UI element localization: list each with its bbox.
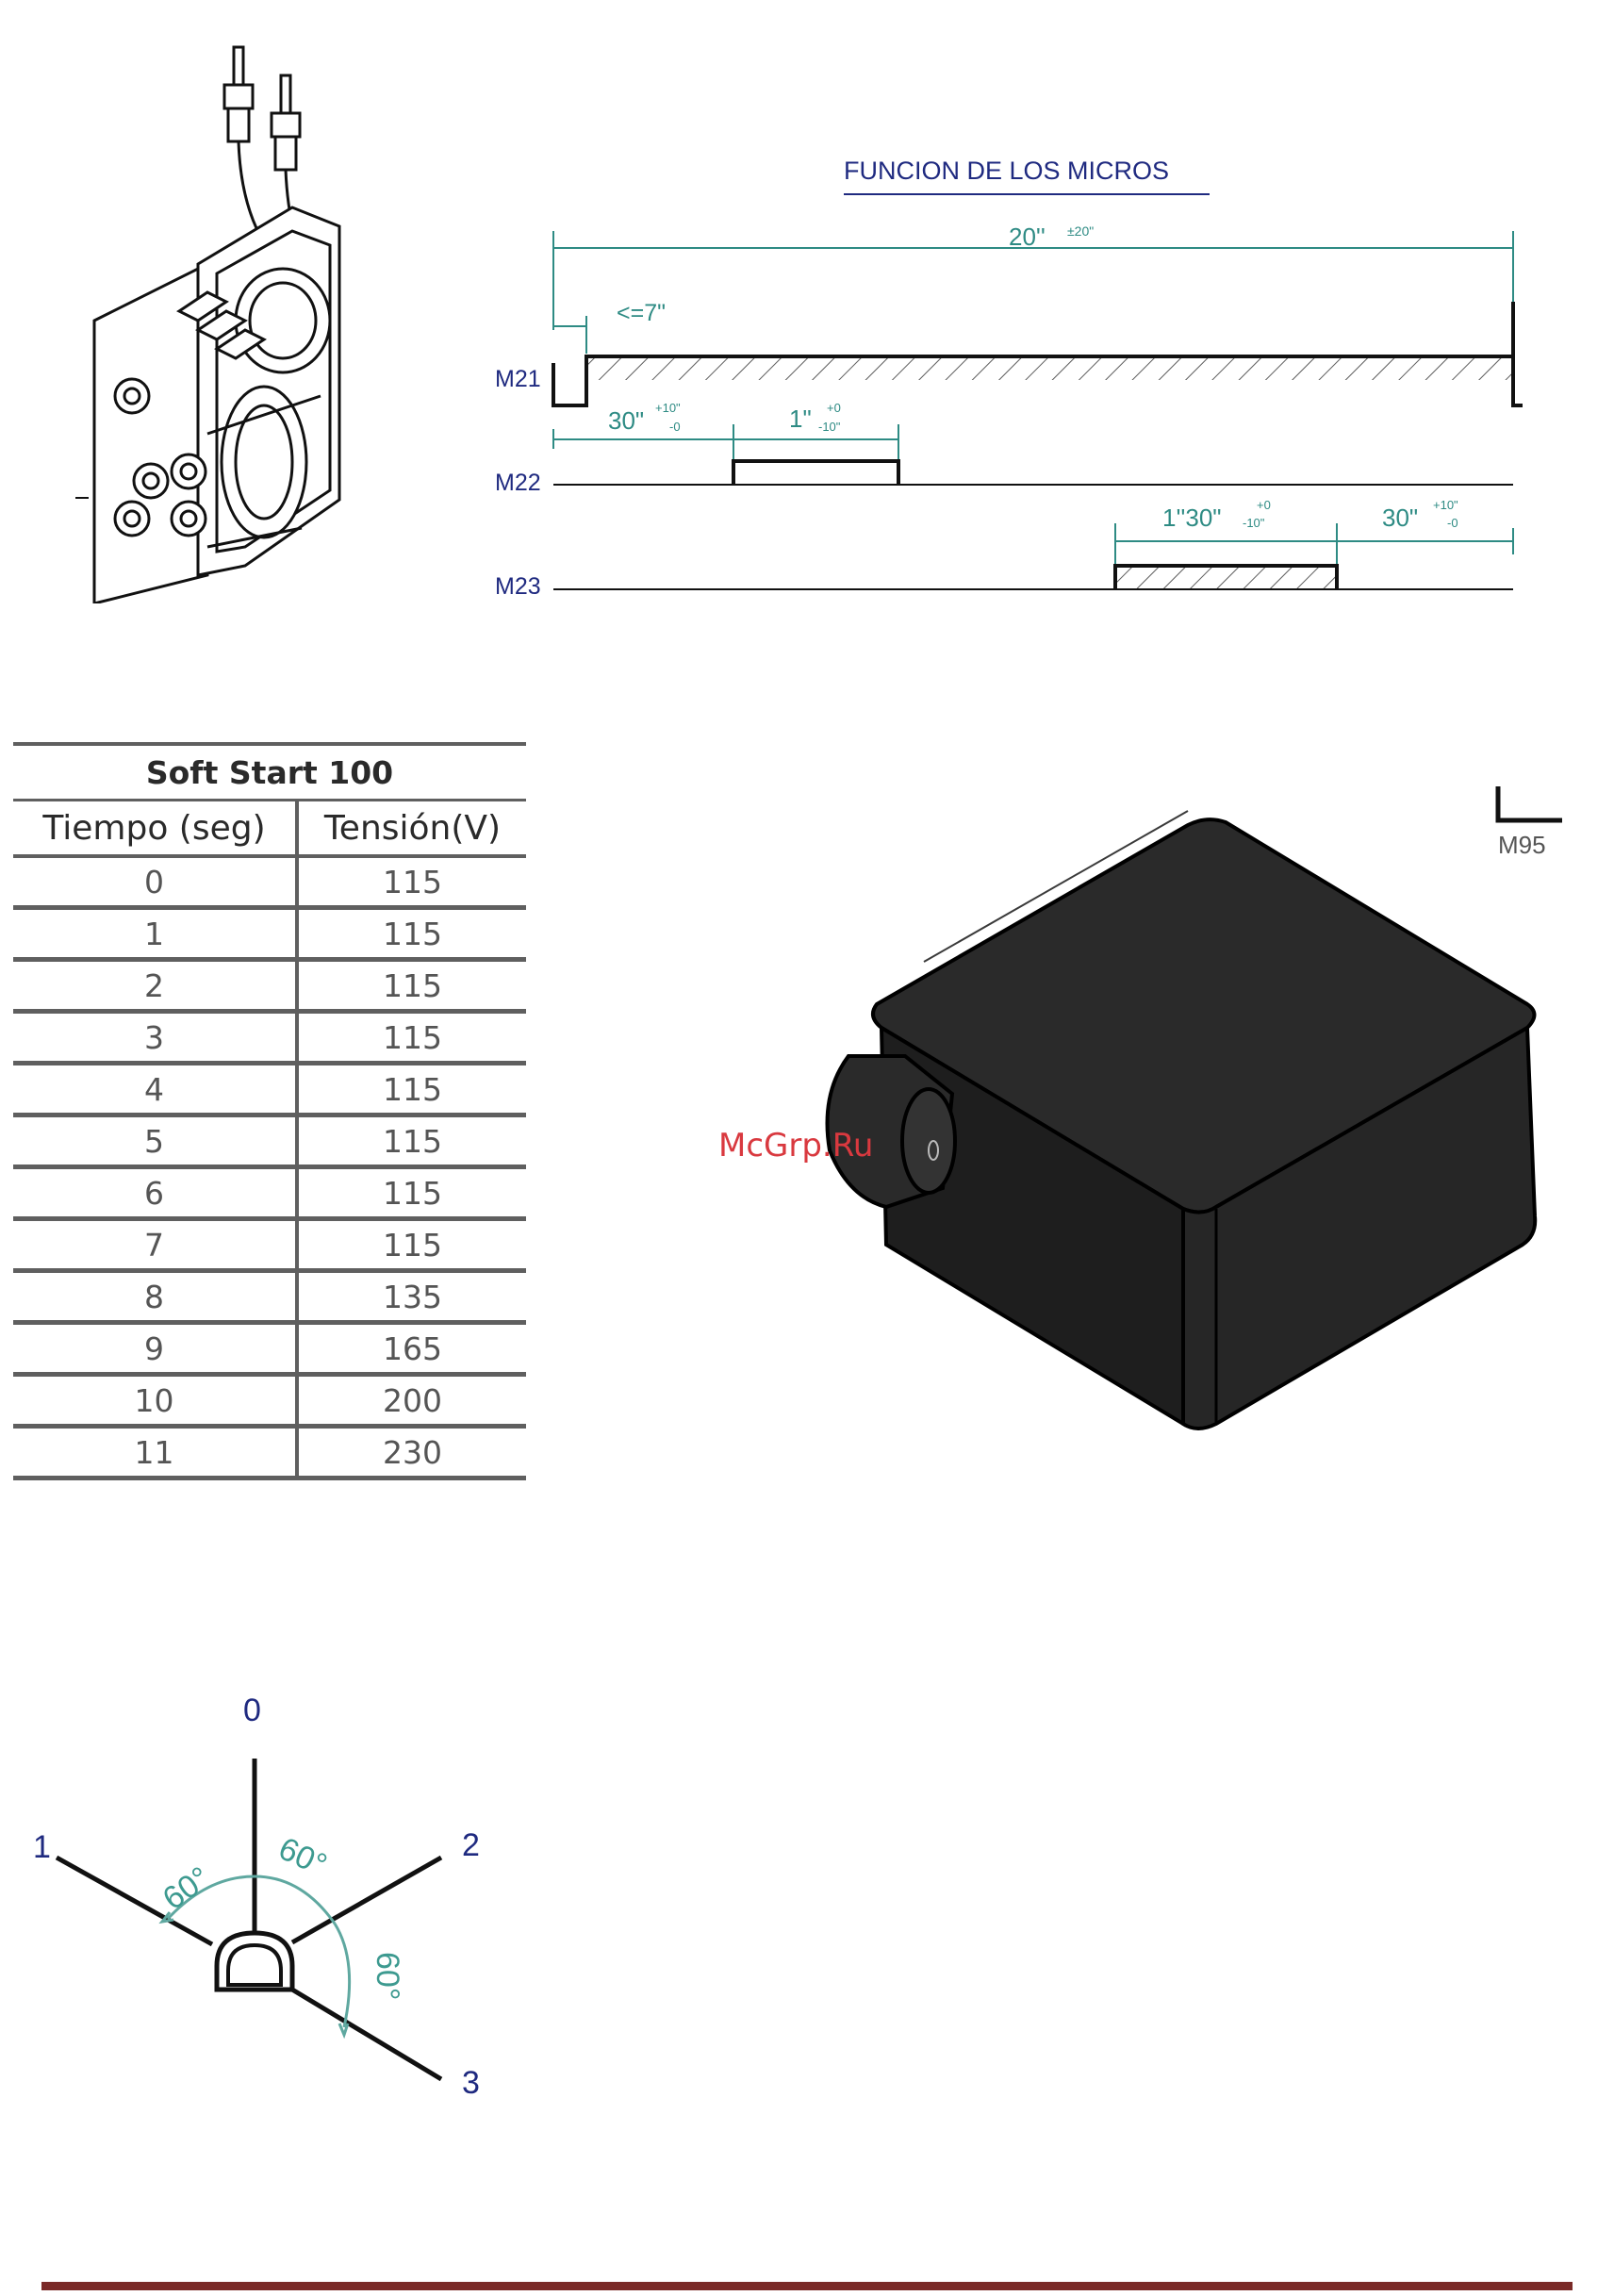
total-time-label: 20'' — [1009, 223, 1046, 251]
position-3-label: 3 — [462, 2065, 480, 2101]
soft-start-table: Soft Start 100 Tiempo (seg) Tensión(V) 0… — [13, 742, 526, 1480]
timing-diagram: FUNCION DE LOS MICROS 20'' ±20" <=7" M21… — [481, 151, 1565, 613]
timer-mechanism-illustration — [75, 38, 415, 603]
time-cell: 4 — [13, 1064, 297, 1115]
voltage-cell: 115 — [297, 856, 526, 908]
m23-pulse-tol-minus: -10" — [1243, 516, 1265, 530]
m22-pulse-tol-plus: +0 — [827, 401, 841, 415]
row-label-m22: M22 — [495, 470, 541, 496]
table-title: Soft Start 100 — [13, 744, 526, 801]
voltage-cell: 115 — [297, 1064, 526, 1115]
column-header-time: Tiempo (seg) — [13, 801, 297, 857]
m22-offset-tol-plus: +10" — [655, 401, 681, 415]
voltage-cell: 115 — [297, 1219, 526, 1271]
timing-diagram-title: FUNCION DE LOS MICROS — [844, 157, 1169, 185]
m23-tail-tol-minus: -0 — [1447, 516, 1458, 530]
time-cell: 5 — [13, 1115, 297, 1167]
m22-pulse-tol-minus: -10" — [818, 420, 841, 434]
voltage-cell: 115 — [297, 960, 526, 1012]
position-2-label: 2 — [462, 1827, 480, 1863]
voltage-cell: 115 — [297, 1115, 526, 1167]
voltage-cell: 200 — [297, 1375, 526, 1427]
time-cell: 11 — [13, 1427, 297, 1478]
time-cell: 2 — [13, 960, 297, 1012]
angle-label-right: 60° — [370, 1952, 405, 2000]
time-cell: 9 — [13, 1323, 297, 1375]
time-cell: 6 — [13, 1167, 297, 1219]
angle-label-left: 60° — [156, 1860, 217, 1918]
m23-pulse-label: 1''30" — [1162, 504, 1222, 532]
voltage-cell: 115 — [297, 1167, 526, 1219]
voltage-cell: 230 — [297, 1427, 526, 1478]
watermark-text: McGrp.Ru — [718, 1127, 873, 1165]
total-tolerance-label: ±20" — [1067, 223, 1094, 239]
delay-label: <=7" — [617, 300, 666, 326]
time-cell: 10 — [13, 1375, 297, 1427]
m95-tag: M95 — [1494, 783, 1565, 858]
time-cell: 0 — [13, 856, 297, 908]
footer-bar — [41, 2282, 1573, 2290]
time-cell: 1 — [13, 908, 297, 960]
voltage-cell: 115 — [297, 908, 526, 960]
selector-position-diagram: 0 1 2 3 60° 60° 60° — [19, 1688, 509, 2122]
position-0-label: 0 — [243, 1693, 261, 1728]
row-label-m23: M23 — [495, 573, 541, 600]
m95-label: M95 — [1498, 831, 1546, 858]
m23-pulse-tol-plus: +0 — [1257, 498, 1271, 512]
m23-tail-tol-plus: +10" — [1433, 498, 1458, 512]
voltage-cell: 115 — [297, 1012, 526, 1064]
time-cell: 8 — [13, 1271, 297, 1323]
position-1-label: 1 — [33, 1829, 51, 1865]
m22-offset-tol-minus: -0 — [669, 420, 681, 434]
time-cell: 3 — [13, 1012, 297, 1064]
m23-tail-label: 30" — [1382, 504, 1418, 532]
m22-pulse-label: 1" — [789, 405, 812, 433]
time-cell: 7 — [13, 1219, 297, 1271]
column-header-voltage: Tensión(V) — [297, 801, 526, 857]
voltage-cell: 135 — [297, 1271, 526, 1323]
voltage-cell: 165 — [297, 1323, 526, 1375]
soft-start-module-illustration — [811, 773, 1546, 1433]
angle-label-top: 60° — [273, 1830, 333, 1883]
row-label-m21: M21 — [495, 366, 541, 392]
m22-offset-label: 30" — [608, 406, 644, 435]
